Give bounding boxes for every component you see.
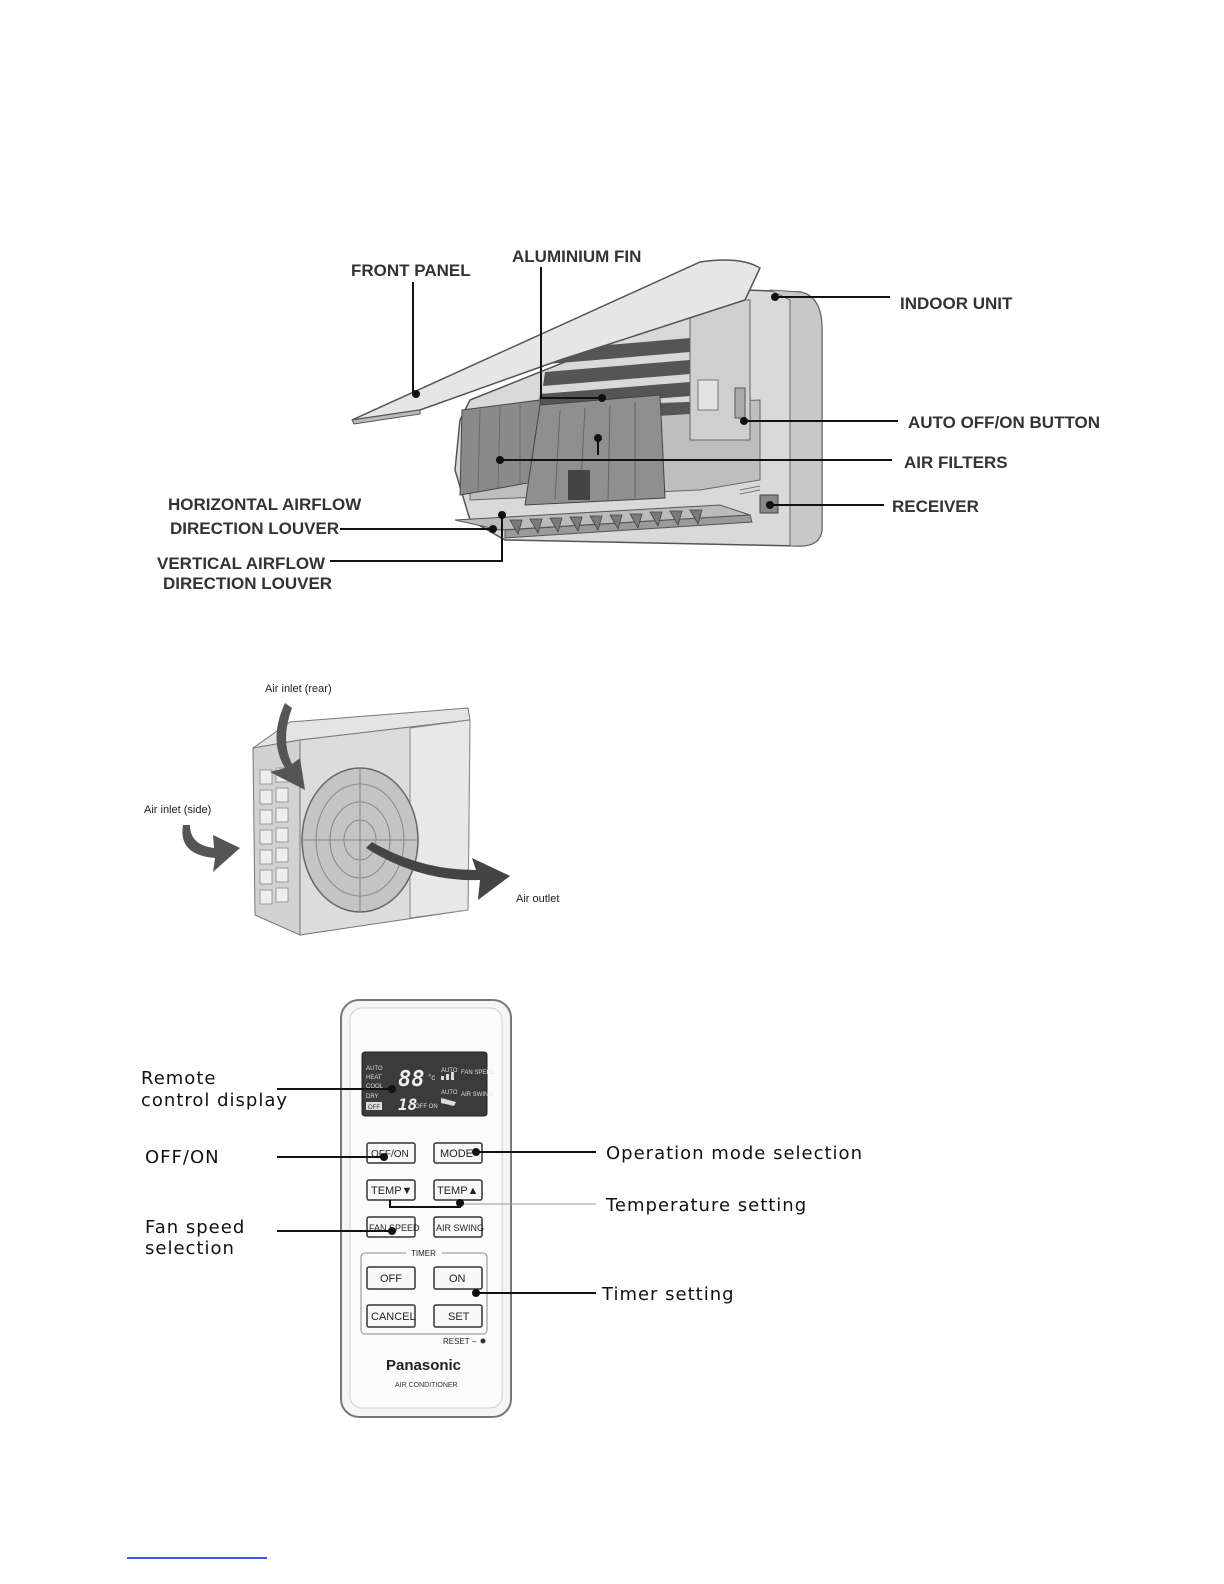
label-horizontal-louver-line1: HORIZONTAL AIRFLOW — [168, 495, 362, 514]
svg-text:AUTO: AUTO — [366, 1066, 383, 1072]
inlet-side-arrow — [182, 825, 240, 872]
svg-text:AUTO: AUTO — [441, 1068, 458, 1074]
label-aluminium-fin: ALUMINIUM FIN — [512, 247, 641, 266]
mode-button-label: MODE — [440, 1148, 473, 1160]
label-vertical-louver-line1: VERTICAL AIRFLOW — [157, 554, 326, 573]
temp-up-button-label: TEMP▲ — [437, 1185, 478, 1197]
indoor-unit-illustration — [351, 259, 823, 547]
timer-title: TIMER — [411, 1249, 436, 1258]
label-indoor-unit: INDOOR UNIT — [900, 294, 1013, 313]
timer-on-button-label: ON — [449, 1273, 466, 1285]
remote-leader-lines — [277, 1085, 596, 1297]
callout-off-on: OFF/ON — [145, 1147, 220, 1168]
callout-display-line1: Remote — [141, 1068, 216, 1089]
label-receiver: RECEIVER — [892, 497, 979, 516]
svg-text:FAN SPEED: FAN SPEED — [461, 1070, 495, 1076]
label-auto-off-on-button: AUTO OFF/ON BUTTON — [908, 413, 1100, 432]
off-on-button[interactable]: OFF/ON — [366, 1142, 416, 1164]
label-air-filters: AIR FILTERS — [904, 453, 1008, 472]
label-horizontal-louver-line2: DIRECTION LOUVER — [170, 519, 339, 538]
label-vertical-louver-line2: DIRECTION LOUVER — [163, 574, 332, 593]
cancel-button-label: CANCEL — [371, 1311, 416, 1323]
svg-text:OFF: OFF — [368, 1105, 380, 1111]
air-filters — [459, 394, 666, 506]
callout-operation-mode: Operation mode selection — [606, 1143, 863, 1164]
svg-text:°c: °c — [428, 1073, 435, 1082]
svg-text:88: 88 — [398, 1067, 425, 1092]
svg-text:HEAT: HEAT — [366, 1075, 382, 1081]
label-air-outlet: Air outlet — [516, 893, 559, 905]
svg-text:AUTO: AUTO — [441, 1090, 458, 1096]
fan-grille — [301, 767, 419, 913]
front-panel — [351, 259, 761, 421]
callout-temperature: Temperature setting — [605, 1195, 807, 1216]
callout-fan-speed-line2: selection — [145, 1238, 235, 1259]
air-swing-button-label: AIR SWING — [436, 1223, 484, 1233]
timer-off-button[interactable]: OFF — [366, 1266, 416, 1290]
reset-button[interactable]: RESET – — [443, 1337, 486, 1346]
footer-link-underline[interactable] — [127, 1557, 267, 1559]
label-front-panel: FRONT PANEL — [351, 261, 471, 280]
remote-control: AUTO HEAT COOL DRY OFF 88 18 °c OFF ON A… — [340, 999, 512, 1418]
svg-text:OFF ON: OFF ON — [415, 1104, 438, 1110]
temp-down-button-label: TEMP▼ — [371, 1185, 412, 1197]
svg-text:18: 18 — [398, 1095, 417, 1114]
outdoor-unit-illustration — [182, 703, 510, 936]
callout-fan-speed-line1: Fan speed — [145, 1217, 245, 1238]
inlet-rear-arrow — [270, 703, 305, 790]
brand-logo: Panasonic — [386, 1357, 461, 1374]
timer-on-button[interactable]: ON — [433, 1266, 483, 1290]
temp-down-button[interactable]: TEMP▼ — [366, 1179, 416, 1201]
air-swing-button[interactable]: AIR SWING — [433, 1216, 484, 1238]
svg-text:AIR SWING: AIR SWING — [461, 1092, 493, 1098]
set-button[interactable]: SET — [433, 1304, 483, 1328]
timer-off-button-label: OFF — [380, 1273, 402, 1285]
svg-text:–: – — [472, 1337, 477, 1346]
set-button-label: SET — [448, 1311, 470, 1323]
remote-display: AUTO HEAT COOL DRY OFF 88 18 °c OFF ON A… — [361, 1051, 495, 1117]
off-on-button-label: OFF/ON — [371, 1149, 409, 1160]
outlet-arrow — [366, 842, 510, 900]
reset-label: RESET — [443, 1337, 470, 1346]
cancel-button[interactable]: CANCEL — [366, 1304, 416, 1328]
brand-subtitle: AIR CONDITIONER — [395, 1382, 458, 1389]
vertical-louver — [504, 509, 753, 539]
callout-display-line2: control display — [141, 1090, 288, 1111]
label-air-inlet-side: Air inlet (side) — [144, 804, 211, 816]
svg-text:COOL: COOL — [366, 1084, 384, 1090]
temp-up-button[interactable]: TEMP▲ — [433, 1179, 483, 1201]
mode-button[interactable]: MODE — [433, 1142, 483, 1164]
label-air-inlet-rear: Air inlet (rear) — [265, 683, 332, 695]
svg-text:DRY: DRY — [366, 1094, 379, 1100]
callout-timer: Timer setting — [601, 1284, 735, 1305]
indoor-leader-lines — [330, 267, 898, 562]
